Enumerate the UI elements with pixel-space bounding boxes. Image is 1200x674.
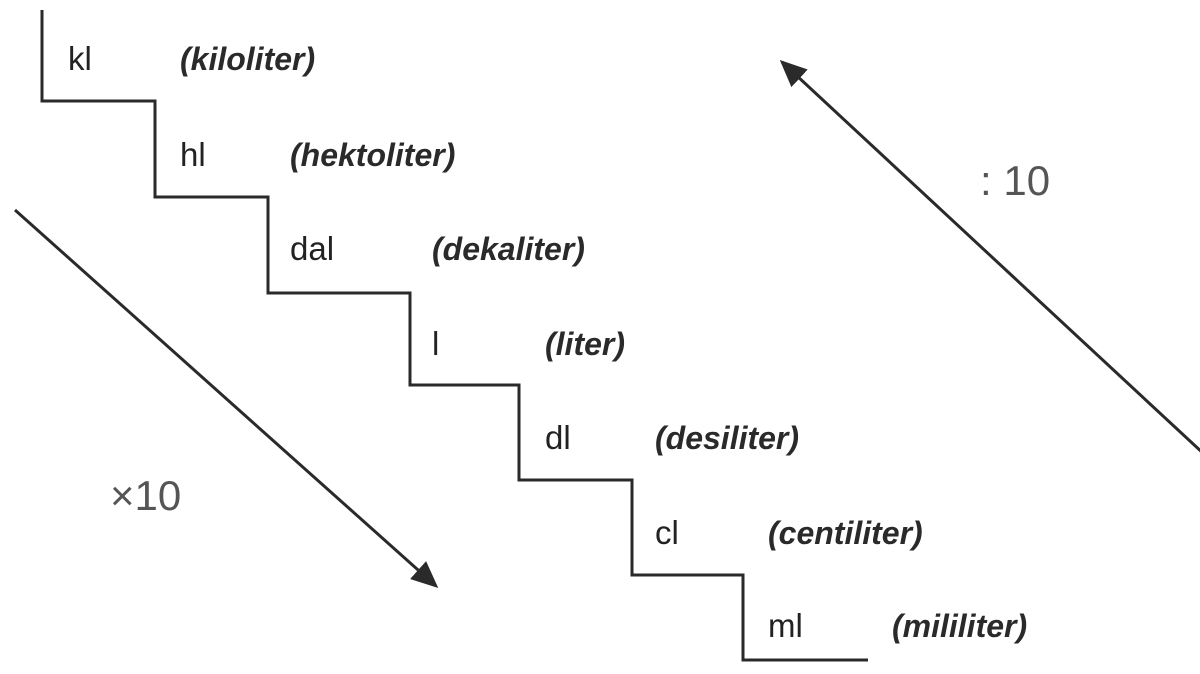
divide-label: : 10 xyxy=(980,157,1050,204)
unit-name-l: (liter) xyxy=(545,326,625,362)
multiply-label: ×10 xyxy=(110,472,181,519)
unit-abbr-cl: cl xyxy=(655,514,679,551)
unit-name-ml: (mililiter) xyxy=(892,608,1027,644)
unit-abbr-hl: hl xyxy=(180,136,206,173)
unit-name-hl: (hektoliter) xyxy=(290,137,455,173)
unit-abbr-kl: kl xyxy=(68,40,92,77)
unit-abbr-l: l xyxy=(432,325,439,362)
unit-name-cl: (centiliter) xyxy=(768,515,923,551)
unit-name-kl: (kiloliter) xyxy=(180,41,315,77)
unit-abbr-dl: dl xyxy=(545,419,571,456)
multiply-arrow xyxy=(14,208,439,588)
unit-name-dl: (desiliter) xyxy=(655,420,799,456)
unit-name-dal: (dekaliter) xyxy=(432,231,585,267)
staircase-line xyxy=(40,10,868,662)
divide-arrow xyxy=(779,59,1200,453)
unit-abbr-dal: dal xyxy=(290,230,334,267)
unit-abbr-ml: ml xyxy=(768,607,803,644)
